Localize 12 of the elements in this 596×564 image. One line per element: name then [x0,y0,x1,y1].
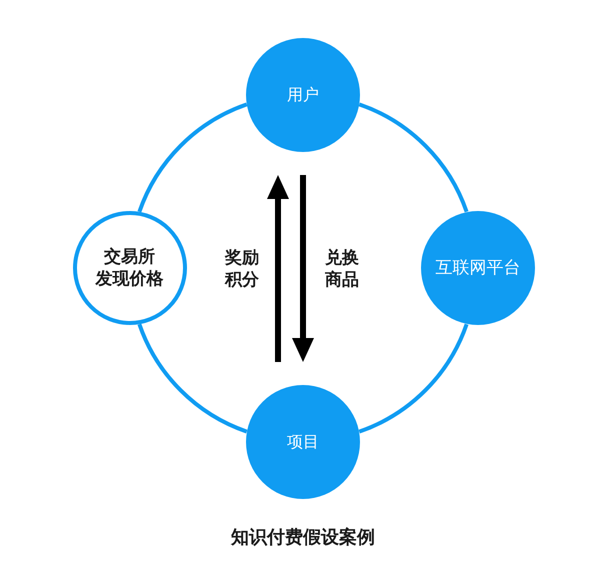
node-label: 交易所发现价格 [96,246,164,290]
connector-line [358,102,468,213]
connector-line [358,323,468,434]
arrow [267,175,289,362]
edge-label: 奖励积分 [224,247,260,291]
node-label: 用户 [287,84,319,106]
connector-line [138,102,248,213]
arrow [292,175,314,362]
node-label: 项目 [287,431,319,453]
node-label: 互联网平台 [436,257,520,279]
caption: 知识付费假设案例 [231,526,375,549]
connector-line [138,323,248,434]
